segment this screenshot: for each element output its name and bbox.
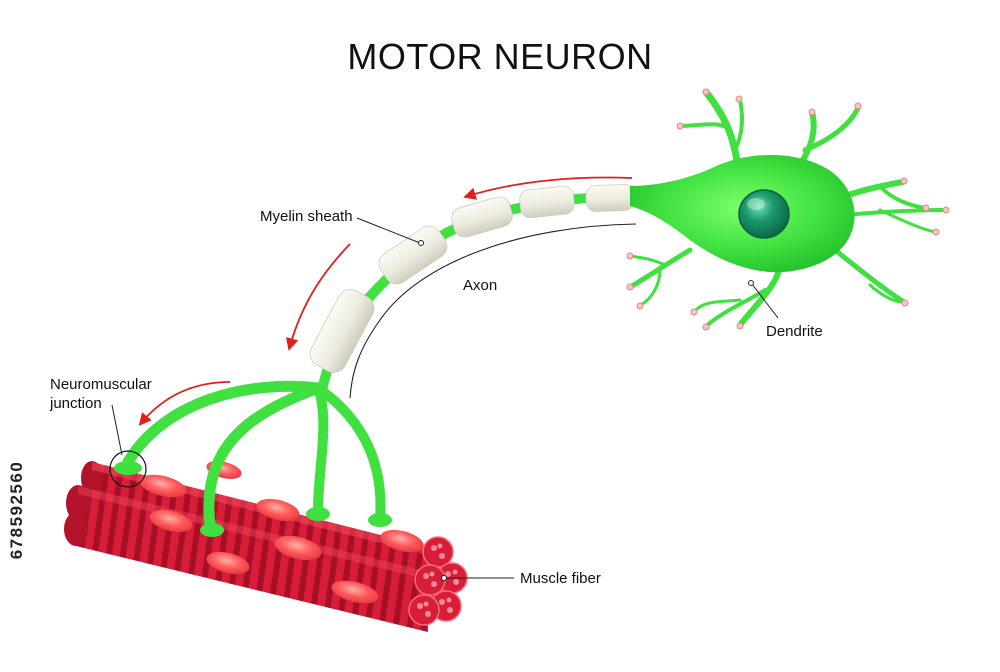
axon-guide-line bbox=[349, 223, 637, 399]
muscle-cylinder bbox=[76, 512, 428, 632]
muscle-fiber-bundle bbox=[64, 461, 468, 632]
myelin-sheath-segments bbox=[309, 184, 635, 373]
muscle-nuclei bbox=[139, 461, 424, 604]
nucleus bbox=[738, 189, 790, 239]
arrow-icon bbox=[138, 381, 231, 426]
neuromuscular-junction-marker bbox=[109, 450, 147, 488]
page-title: MOTOR NEURON bbox=[347, 36, 653, 77]
neuron-cell-body bbox=[626, 88, 950, 331]
leader-lines bbox=[111, 217, 779, 581]
label-neuromuscular-junction: Neuromuscular junction bbox=[50, 375, 152, 413]
arrow-icon bbox=[463, 176, 633, 200]
label-neuromuscular-junction-line1: Neuromuscular bbox=[50, 376, 152, 393]
stock-id: 678592560 bbox=[4, 420, 30, 600]
label-neuromuscular-junction-line2: junction bbox=[50, 395, 102, 412]
stock-id-text: 678592560 bbox=[7, 460, 26, 560]
label-muscle-fiber: Muscle fiber bbox=[520, 570, 601, 587]
label-myelin-sheath: Myelin sheath bbox=[260, 208, 353, 225]
signal-direction-arrows bbox=[138, 176, 633, 426]
dendrite-tips bbox=[626, 88, 950, 331]
dendrites bbox=[629, 88, 947, 328]
axon-terminal-branches bbox=[122, 380, 386, 531]
synaptic-terminals bbox=[114, 461, 392, 537]
arrow-icon bbox=[285, 243, 351, 351]
label-dendrite: Dendrite bbox=[766, 323, 823, 340]
label-axon: Axon bbox=[463, 277, 498, 294]
